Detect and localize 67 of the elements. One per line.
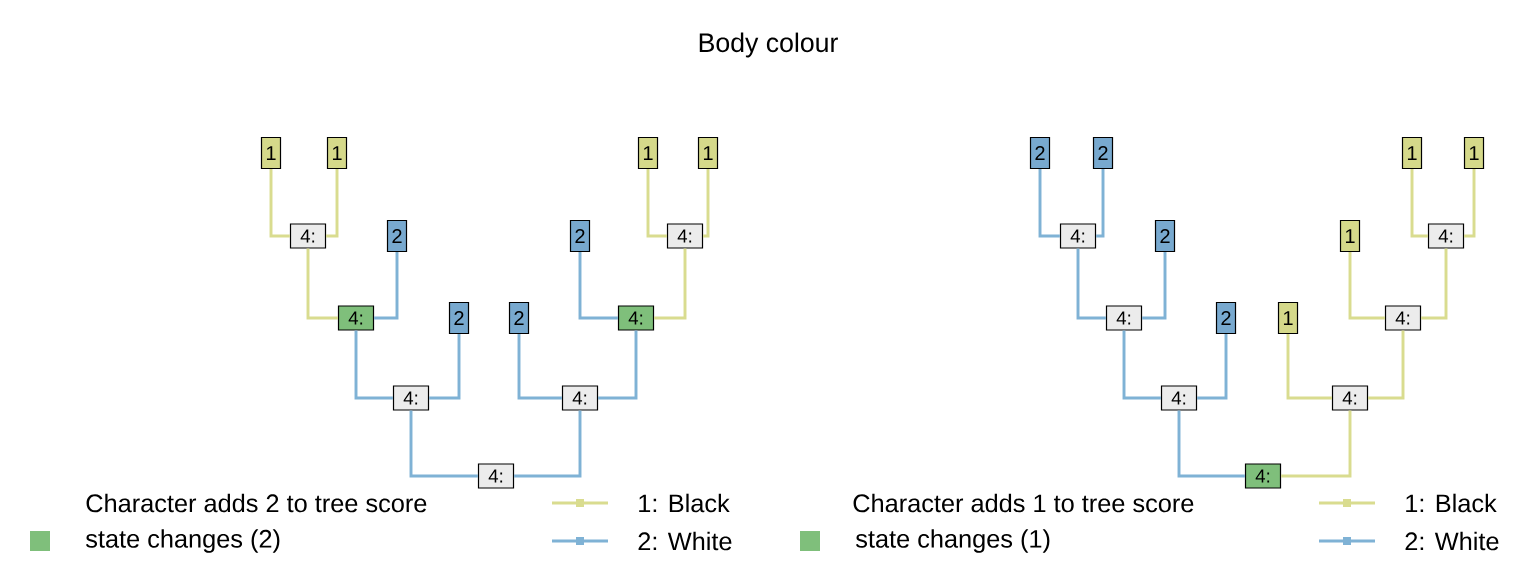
tree-branch: [1096, 169, 1105, 238]
node-box: 4:: [666, 223, 704, 249]
tree-branch: [306, 248, 338, 320]
leaf-box: 1: [1339, 219, 1361, 253]
leaf-box: 1: [1277, 301, 1299, 335]
node-box: 4:: [1160, 385, 1198, 411]
tree-branch: [1348, 252, 1385, 320]
tree-branch: [1286, 334, 1332, 400]
legend-label: 2: White: [1405, 531, 1499, 551]
leaf-box: 2: [448, 301, 470, 335]
node-box: 4:: [1244, 463, 1282, 489]
node-box: 4:: [1105, 305, 1143, 331]
tree-branch: [598, 330, 638, 400]
node-box: 4:: [1427, 223, 1465, 249]
legend-label: 2: White: [638, 531, 732, 551]
node-box: 4:: [1059, 223, 1097, 249]
title: Body colour: [699, 32, 838, 58]
leaf-box: 1: [697, 136, 719, 170]
tree-branch: [1142, 252, 1167, 320]
legend-label: state changes (1): [856, 529, 1050, 553]
leaf-box: 1: [1463, 136, 1485, 170]
tree-branch: [654, 248, 687, 320]
tree-branch: [1038, 169, 1060, 238]
leaf-box: 2: [569, 219, 591, 253]
leaf-box: 1: [637, 136, 659, 170]
node-box: 4:: [477, 463, 515, 489]
tree-branch: [1197, 334, 1228, 400]
tree-branch: [646, 169, 667, 238]
leaf-box: 2: [1029, 136, 1051, 170]
leaf-box: 2: [1154, 219, 1176, 253]
leaf-box: 1: [1401, 136, 1423, 170]
tree-branch: [374, 252, 399, 320]
legend-title: Character adds 2 to tree score: [86, 493, 427, 513]
legend-label: 1: Black: [1406, 493, 1497, 513]
legend-label: state changes (2): [86, 529, 280, 553]
node-box: 4:: [289, 223, 327, 249]
leaf-box: 2: [508, 301, 530, 335]
tree-branch: [409, 410, 478, 478]
node-box: 4:: [392, 385, 430, 411]
tree-branch: [578, 252, 618, 320]
tree-branch: [703, 169, 710, 238]
tree-branch: [1122, 330, 1161, 400]
tree-branch: [429, 334, 461, 400]
legend-title: Character adds 1 to tree score: [853, 493, 1194, 513]
legend-label: 1: Black: [639, 493, 730, 513]
tree-branch: [354, 330, 393, 400]
tree-branch: [1177, 410, 1245, 478]
node-box: 4:: [617, 305, 655, 331]
leaf-box: 2: [1092, 136, 1114, 170]
tree-branch: [1076, 248, 1106, 320]
node-box: 4:: [1384, 305, 1422, 331]
tree-branch: [1410, 169, 1428, 238]
tree-branch: [514, 410, 582, 478]
node-box: 4:: [337, 305, 375, 331]
leaf-box: 2: [386, 219, 408, 253]
leaf-box: 2: [1215, 301, 1237, 335]
tree-branch: [517, 334, 562, 400]
leaf-box: 1: [260, 136, 282, 170]
tree-branch: [1281, 410, 1352, 478]
node-box: 4:: [1331, 385, 1369, 411]
node-box: 4:: [561, 385, 599, 411]
leaf-box: 1: [326, 136, 348, 170]
tree-branch: [269, 169, 290, 238]
tree-branch: [1421, 248, 1448, 320]
tree-branch: [1464, 169, 1476, 238]
tree-branch: [1368, 330, 1405, 400]
tree-branch: [326, 169, 339, 238]
